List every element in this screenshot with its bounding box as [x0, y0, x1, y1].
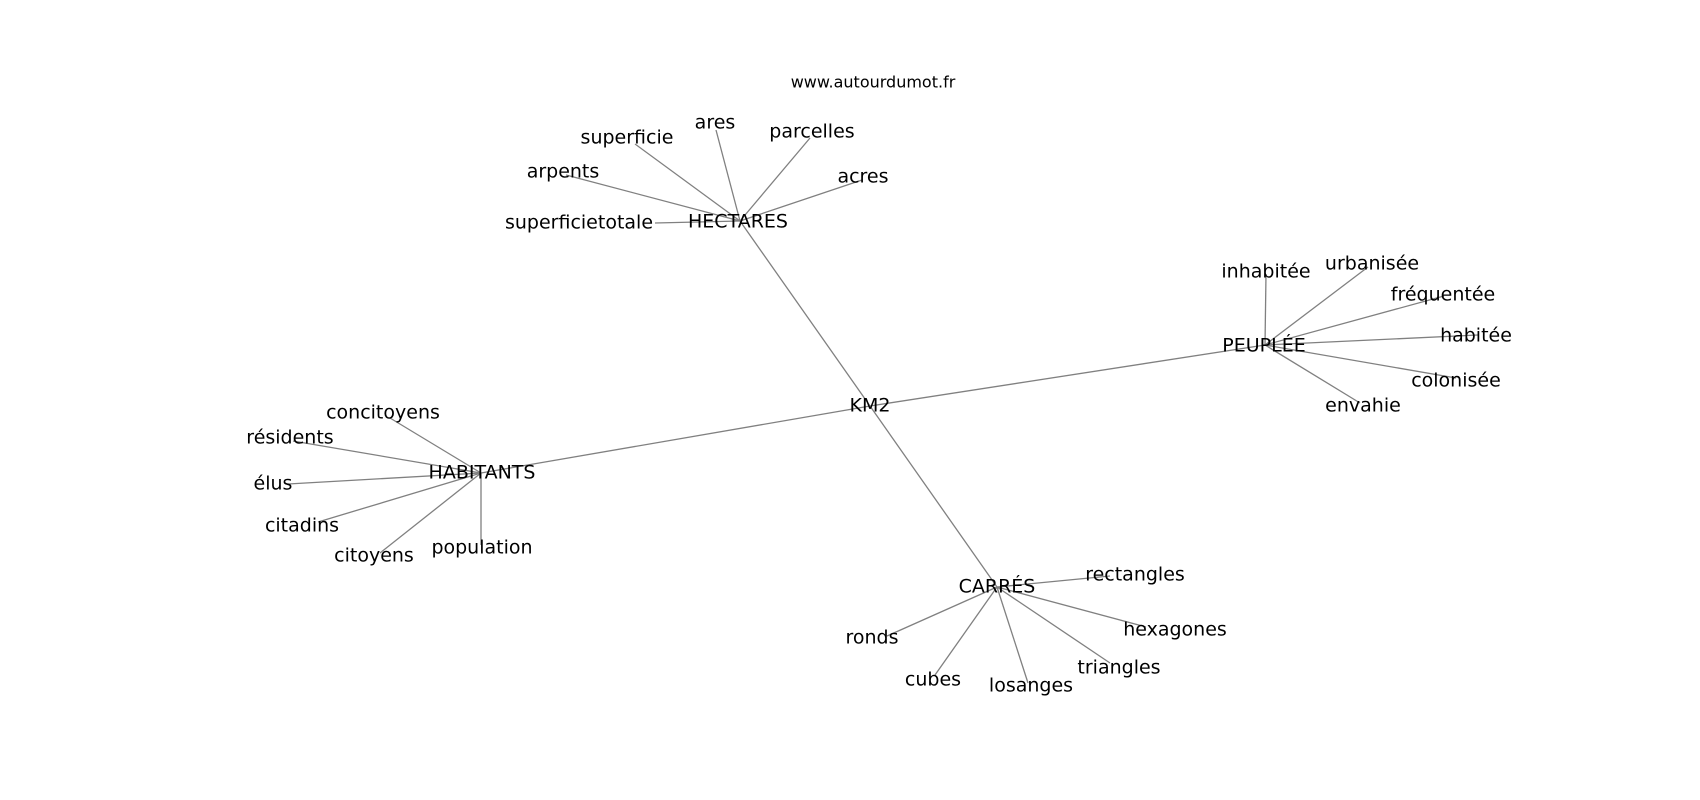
hub-hectares: HECTARES — [688, 211, 788, 233]
edge-peuplee-urbanisee — [1264, 266, 1369, 346]
edge-carres-cubes — [934, 586, 998, 676]
edge-carres-ronds — [886, 586, 998, 637]
leaf-residents: résidents — [246, 427, 333, 449]
edge-carres-rectangles — [996, 575, 1111, 588]
labels: www.autourdumot.fr KM2 HECTARES superfic… — [246, 73, 1512, 697]
leaf-acres: acres — [837, 166, 888, 188]
edge-hectares-arpents — [565, 174, 741, 222]
site-watermark: www.autourdumot.fr — [791, 73, 956, 92]
edge-hectares-superficietotale — [654, 220, 741, 224]
leaf-superficie: superficie — [581, 127, 674, 149]
edge-center-peuplee — [869, 344, 1266, 407]
edge-peuplee-envahie — [1264, 344, 1361, 404]
edge-center-carres — [869, 405, 998, 588]
edge-carres-triangles — [996, 586, 1111, 664]
edge-carres-losanges — [996, 586, 1029, 684]
leaf-superficietotale: superficietotale — [505, 212, 653, 234]
edge-hectares-parcelles — [739, 137, 811, 222]
leaf-triangles: triangles — [1077, 657, 1160, 679]
leaf-envahie: envahie — [1325, 395, 1401, 417]
edge-hectares-acres — [739, 179, 863, 222]
leaf-habitee: habitée — [1440, 325, 1512, 347]
edges — [287, 129, 1479, 684]
hub-peuplee: PEUPLÉE — [1222, 334, 1305, 357]
edge-peuplee-frequentee — [1264, 295, 1445, 346]
leaf-hexagones: hexagones — [1123, 619, 1227, 641]
leaf-parcelles: parcelles — [769, 121, 854, 143]
leaf-ares: ares — [695, 112, 736, 134]
center-node: KM2 — [850, 395, 891, 417]
edge-peuplee-habitee — [1264, 334, 1479, 346]
leaf-population: population — [431, 537, 532, 559]
edge-peuplee-inhabitee — [1264, 273, 1267, 346]
leaf-urbanisee: urbanisée — [1325, 253, 1419, 275]
hub-habitants: HABITANTS — [429, 462, 536, 484]
leaf-inhabitee: inhabitée — [1221, 261, 1310, 283]
leaf-arpents: arpents — [527, 161, 600, 183]
leaf-ronds: ronds — [845, 627, 898, 649]
leaf-rectangles: rectangles — [1085, 564, 1185, 586]
edge-habitants-citadins — [317, 472, 482, 523]
leaf-frequentee: fréquentée — [1391, 284, 1495, 306]
leaf-elus: élus — [254, 473, 293, 495]
leaf-colonisee: colonisée — [1411, 370, 1501, 392]
leaf-citadins: citadins — [265, 515, 339, 537]
edge-carres-hexagones — [996, 586, 1147, 628]
edge-habitants-elus — [287, 472, 482, 485]
leaf-losanges: losanges — [989, 675, 1073, 697]
hub-carres: CARRÉS — [959, 575, 1036, 598]
leaf-citoyens: citoyens — [334, 545, 414, 567]
edge-center-hectares — [739, 220, 871, 407]
edge-hectares-superficie — [634, 143, 741, 222]
edge-peuplee-colonisee — [1264, 344, 1457, 379]
leaf-concitoyens: concitoyens — [326, 402, 440, 424]
edge-center-habitants — [480, 405, 871, 474]
edge-hectares-ares — [715, 129, 741, 222]
edge-habitants-concitoyens — [389, 417, 482, 474]
edge-habitants-citoyens — [379, 472, 482, 554]
edge-habitants-residents — [292, 440, 482, 474]
leaf-cubes: cubes — [905, 669, 961, 691]
